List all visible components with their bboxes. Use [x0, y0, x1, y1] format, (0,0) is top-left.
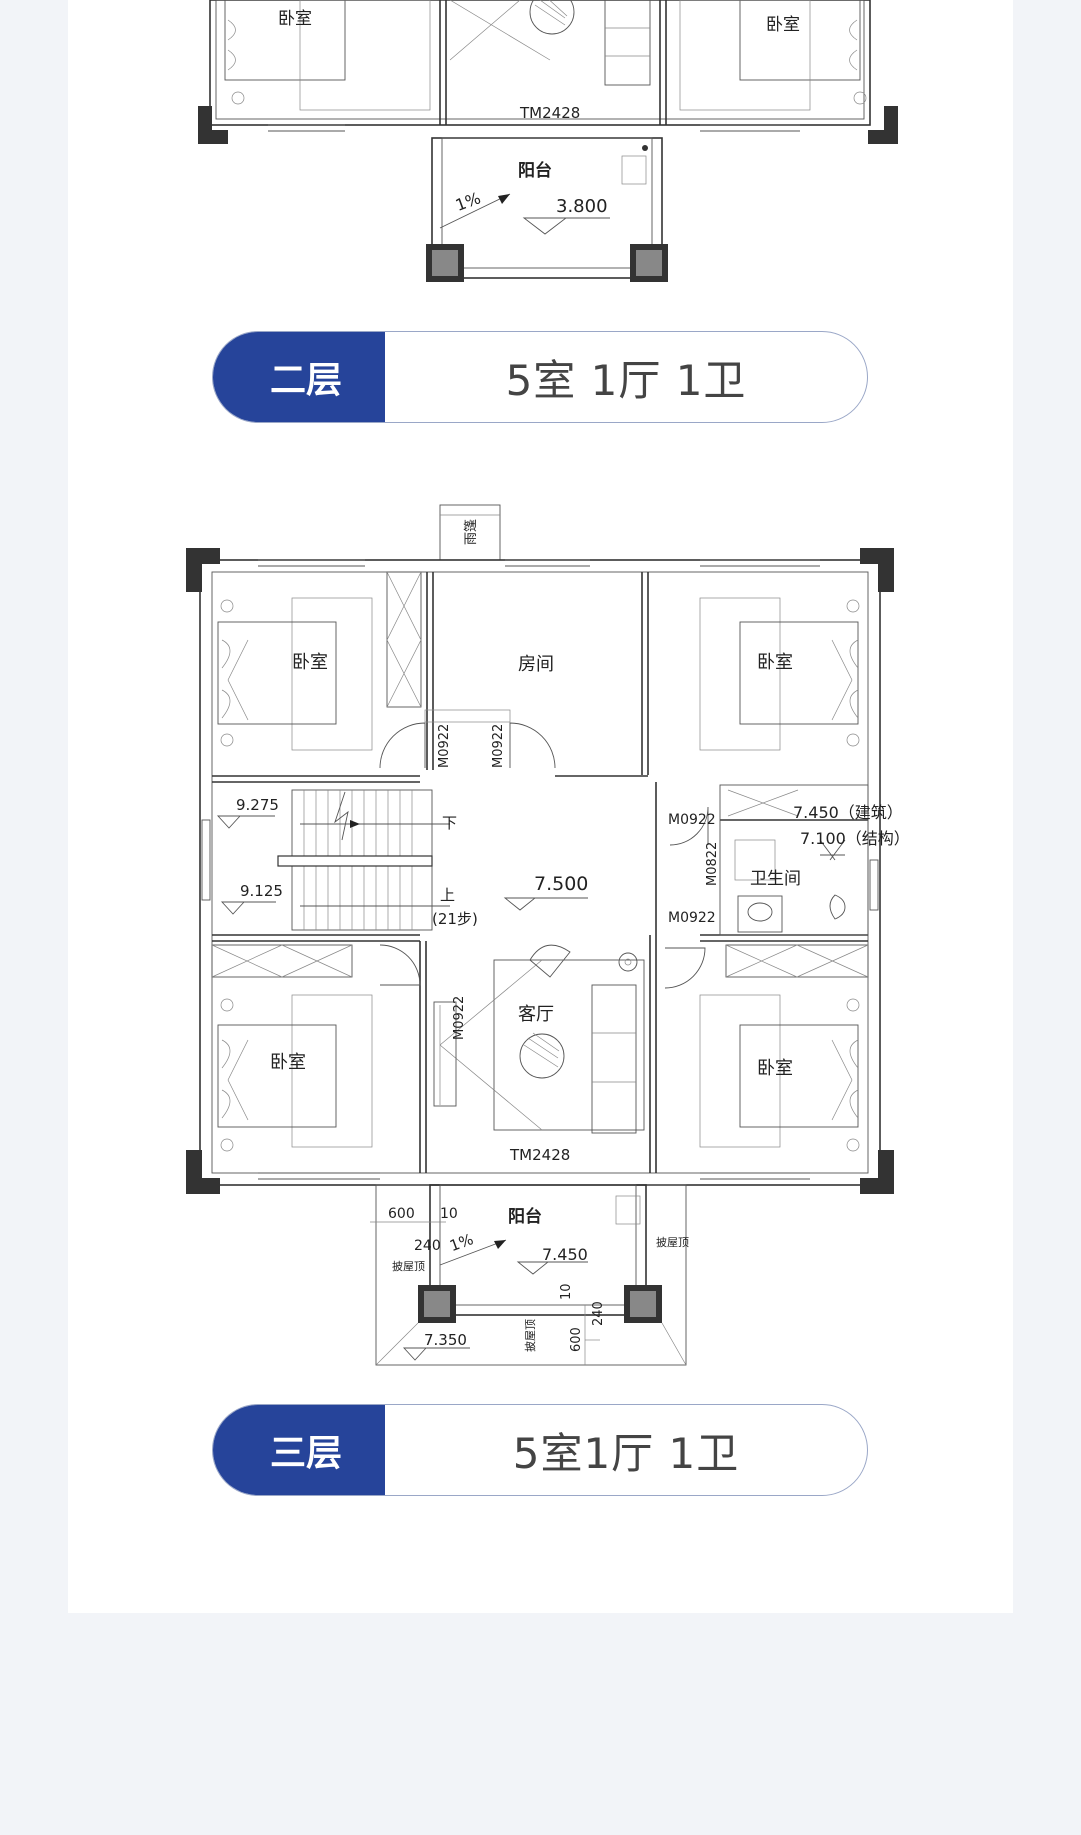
floor3-living: 客厅	[518, 1004, 554, 1025]
floor3-room: 房间	[518, 654, 554, 675]
floor3-door-b: M0922	[491, 724, 506, 768]
floor2-plan: 卧室 卧室 TM2428 阳台 1% 3.800	[198, 0, 898, 282]
floor3-stair-steps: (21步)	[432, 910, 478, 928]
floor3-elev-9275: 9.275	[236, 796, 279, 814]
floor3-door-e: M0922	[452, 996, 467, 1040]
floor3-dim-240: 240	[414, 1238, 441, 1254]
floor2-door-code: TM2428	[519, 104, 580, 122]
floor3-elev-7350: 7.350	[424, 1331, 467, 1349]
floor2-balcony-label: 阳台	[518, 160, 552, 181]
floor3-roof-right: 披屋顶	[656, 1235, 689, 1249]
floor2-tag: 二层	[213, 332, 385, 422]
floor3-dim-240b: 240	[591, 1301, 606, 1326]
floor3-bedroom-tr: 卧室	[757, 652, 793, 673]
floor3-dim-600: 600	[388, 1206, 415, 1222]
floor3-elev-7500: 7.500	[534, 873, 588, 895]
floor3-door-d: M0922	[668, 910, 716, 926]
floor3-door-code: TM2428	[509, 1146, 570, 1164]
floor3-elev-7100-struct: 7.100（结构）	[800, 829, 910, 848]
floor2-bedroom-left: 卧室	[278, 9, 312, 29]
floor3-door-a: M0922	[437, 724, 452, 768]
floor3-bedroom-br: 卧室	[757, 1058, 793, 1079]
floor2-summary-pill: 二层 5室 1厅 1卫	[212, 331, 868, 423]
content-card	[68, 0, 1013, 1613]
floor3-dim-10b: 10	[559, 1283, 574, 1300]
floor3-summary-pill: 三层 5室1厅 1卫	[212, 1404, 868, 1496]
floor2-layout: 5室 1厅 1卫	[505, 355, 747, 405]
floor3-canopy: 雨篷	[464, 519, 479, 545]
floor3-stair-up: 上	[440, 886, 455, 904]
floor3-elev-7450: 7.450	[542, 1245, 588, 1264]
floor3-bedroom-tl: 卧室	[292, 652, 328, 673]
floor2-bedroom-right: 卧室	[766, 15, 800, 35]
floor3-layout: 5室1厅 1卫	[512, 1428, 740, 1478]
floor3-bedroom-bl: 卧室	[270, 1052, 306, 1073]
floor3-dim-10: 10	[440, 1206, 458, 1222]
floor3-roof-left: 披屋顶	[392, 1259, 425, 1273]
floor3-stair-down: 下	[442, 814, 457, 832]
floor3-bathroom: 卫生间	[750, 869, 801, 889]
floor3-door-c: M0922	[668, 812, 716, 828]
floor3-elev-9125: 9.125	[240, 882, 283, 900]
floor2-elevation: 3.800	[556, 196, 608, 217]
floor3-dim-600b: 600	[569, 1327, 584, 1352]
floor3-labels: 雨篷 卧室 房间 卧室 M0922 M0922 M0922 M0822 M092…	[236, 519, 910, 1352]
floor3-plan	[186, 504, 894, 1366]
floor3-door-m0822: M0822	[705, 842, 720, 886]
floor3-slope: 1%	[447, 1230, 476, 1255]
floor3-roof-mid: 披屋顶	[523, 1319, 537, 1352]
floor3-elev-7450-arch: 7.450（建筑）	[793, 803, 903, 822]
floor3-tag: 三层	[213, 1405, 385, 1495]
floor3-balcony-label: 阳台	[508, 1206, 542, 1227]
floor2-slope: 1%	[453, 188, 483, 215]
